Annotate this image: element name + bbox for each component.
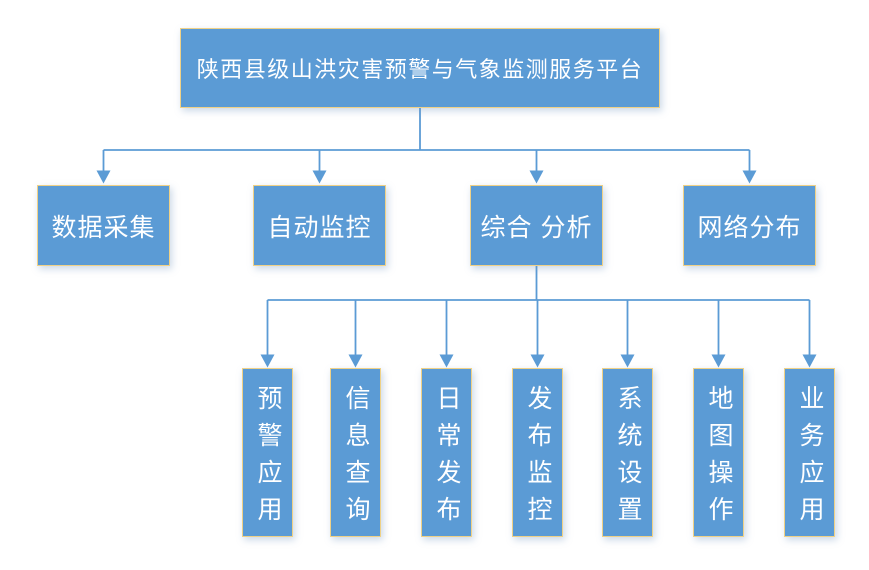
node-network-distribution: 网络分布 xyxy=(683,185,816,266)
node-label: 业务应用 xyxy=(796,384,824,533)
node-label: 信息查询 xyxy=(342,384,370,533)
node-label: 日常发布 xyxy=(433,384,461,533)
node-map-operations: 地图操作 xyxy=(693,368,744,537)
arrowhead-icon xyxy=(96,170,111,184)
arrowhead-icon xyxy=(802,354,817,368)
node-label: 预警应用 xyxy=(254,384,282,533)
node-label: 地图操作 xyxy=(705,384,733,533)
node-auto-monitoring: 自动监控 xyxy=(253,185,386,266)
node-data-collection: 数据采集 xyxy=(37,185,170,266)
node-comprehensive-analysis: 综合 分析 xyxy=(470,185,603,266)
arrowhead-icon xyxy=(348,354,363,368)
arrowhead-icon xyxy=(620,354,635,368)
arrowhead-icon xyxy=(260,354,275,368)
node-information-query: 信息查询 xyxy=(330,368,381,537)
node-warning-application: 预警应用 xyxy=(242,368,293,537)
arrowhead-icon xyxy=(530,354,545,368)
node-business-application: 业务应用 xyxy=(784,368,835,537)
arrowhead-icon xyxy=(439,354,454,368)
node-label: 系统设置 xyxy=(614,384,642,533)
node-platform-root: 陕西县级山洪灾害预警与气象监测服务平台 xyxy=(180,28,660,108)
node-system-settings: 系统设置 xyxy=(602,368,653,537)
arrowhead-icon xyxy=(529,170,544,184)
node-label: 发布监控 xyxy=(524,384,552,533)
node-release-monitoring: 发布监控 xyxy=(512,368,563,537)
node-daily-release: 日常发布 xyxy=(421,368,472,537)
arrowhead-icon xyxy=(711,354,726,368)
arrowhead-icon xyxy=(312,170,327,184)
arrowhead-icon xyxy=(742,170,757,184)
